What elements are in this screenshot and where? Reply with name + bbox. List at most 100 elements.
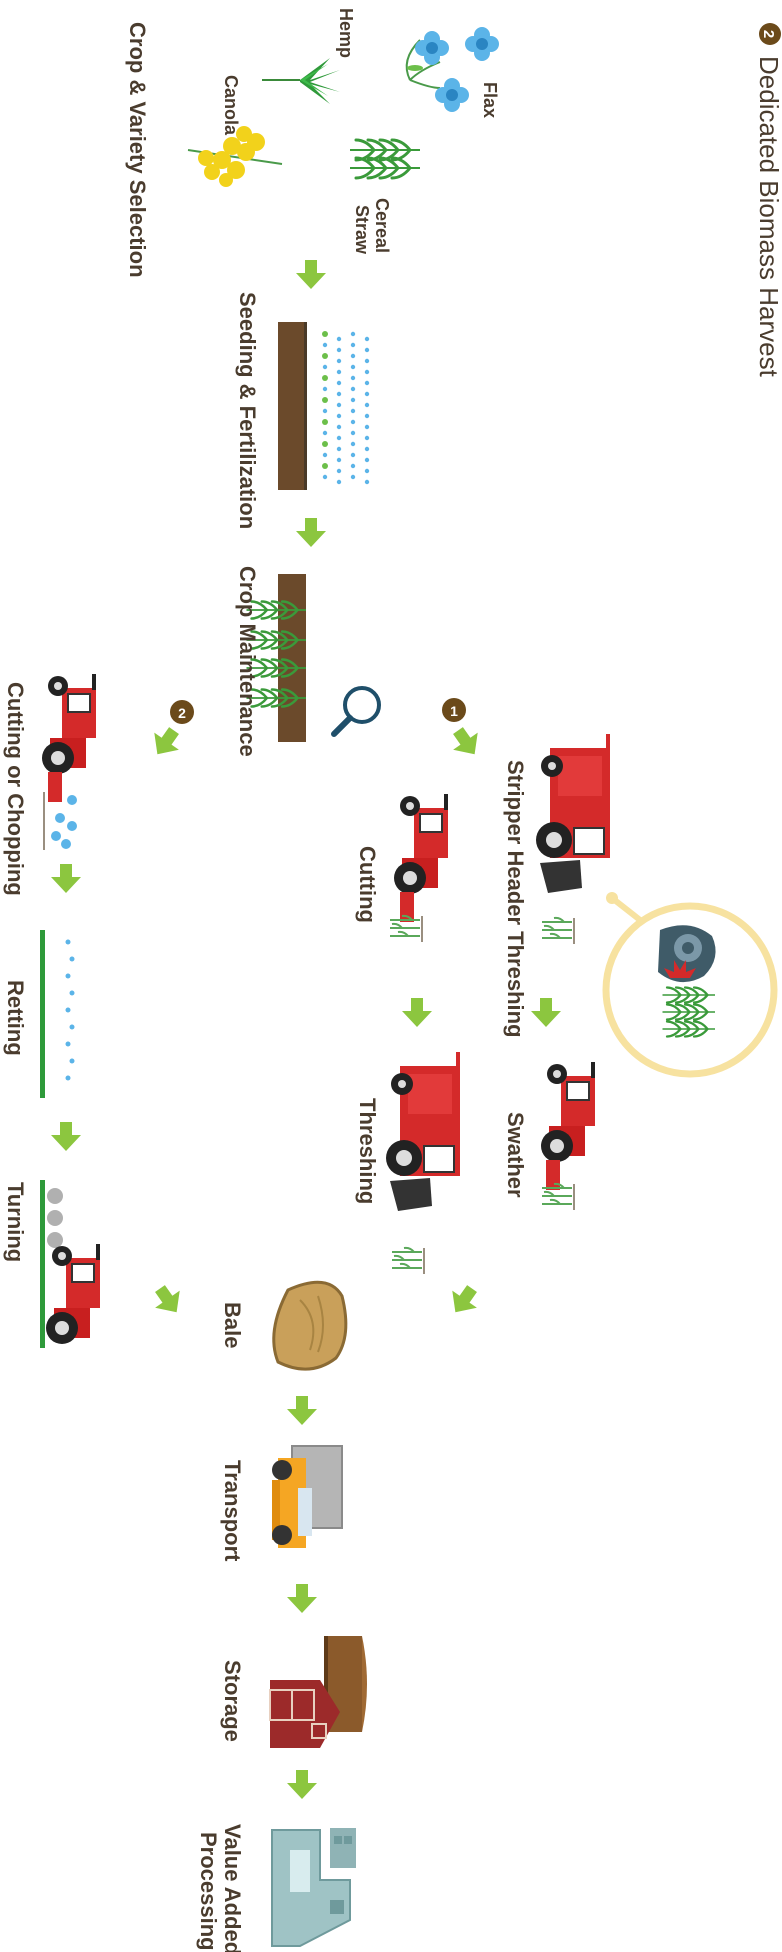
fertilizer-dot	[351, 420, 355, 424]
fertilizer-dot	[365, 436, 369, 440]
canola-label: Canola	[221, 75, 241, 136]
magnifier-icon	[334, 688, 379, 734]
flow-arrow	[51, 864, 81, 893]
seed-dot	[322, 419, 328, 425]
retting-dew-dot	[66, 1042, 71, 1047]
route-2-marker: 2	[170, 700, 194, 724]
fertilizer-dot	[351, 387, 355, 391]
fertilizer-dot	[365, 447, 369, 451]
fertilizer-dot	[365, 392, 369, 396]
fertilizer-dot	[351, 398, 355, 402]
fertilizer-dot	[323, 475, 327, 479]
flow-arrow	[287, 1396, 317, 1425]
fertilizer-dot	[323, 343, 327, 347]
fertilizer-dot	[351, 409, 355, 413]
retting-dew-dot	[70, 957, 75, 962]
processing-facility-illustration	[272, 1828, 356, 1946]
fertilizer-dot	[337, 370, 341, 374]
flow-arrow	[287, 1770, 317, 1799]
seed-and-fertilizer-dots	[322, 331, 369, 484]
hemp-illustration	[262, 58, 340, 104]
retting-dew-dot	[66, 1076, 71, 1081]
fertilizer-dot	[365, 403, 369, 407]
flow-arrow	[296, 518, 326, 547]
fertilizer-dot	[337, 469, 341, 473]
fertilizer-dot	[337, 414, 341, 418]
title-text: Dedicated Biomass Harvest	[754, 56, 782, 378]
fertilizer-dot	[337, 392, 341, 396]
seed-dot	[322, 441, 328, 447]
turning-label: Turning	[3, 1182, 28, 1262]
cutting-or-chopping-tractor	[42, 674, 96, 850]
flow-arrow	[51, 1122, 81, 1151]
turning-tractor	[40, 1180, 100, 1348]
fertilizer-dot	[337, 381, 341, 385]
seed-dot	[322, 397, 328, 403]
seed-dot	[322, 463, 328, 469]
fertilizer-dot	[365, 469, 369, 473]
fertilizer-dot	[365, 337, 369, 341]
route-1-marker: 1	[442, 698, 466, 722]
seeding-label: Seeding & Fertilization	[235, 292, 260, 529]
seed-dot	[322, 353, 328, 359]
fertilizer-dot	[351, 343, 355, 347]
fertilizer-dot	[365, 414, 369, 418]
threshing-combine	[386, 1052, 460, 1274]
seed-dot	[322, 375, 328, 381]
fertilizer-dot	[351, 475, 355, 479]
fertilizer-dot	[337, 403, 341, 407]
fertilizer-dot	[337, 348, 341, 352]
swather-label: Swather	[503, 1112, 528, 1198]
transport-label: Transport	[220, 1460, 245, 1562]
retting-illustration	[40, 930, 75, 1098]
svg-text:1: 1	[450, 703, 458, 719]
fertilizer-dot	[337, 480, 341, 484]
fertilizer-dot	[323, 409, 327, 413]
retting-dew-dot	[70, 991, 75, 996]
cutting-tractor	[390, 794, 448, 942]
title-number: 2	[760, 30, 777, 38]
fertilizer-dot	[337, 425, 341, 429]
flax-label: Flax	[480, 82, 500, 118]
hemp-label: Hemp	[336, 8, 356, 58]
flow-arrow	[443, 1280, 484, 1321]
cereal-straw-label-1: Cereal	[372, 198, 392, 253]
flow-arrow	[296, 260, 326, 289]
value-added-processing-label-1: Value Added	[220, 1824, 245, 1952]
fertilizer-dot	[365, 348, 369, 352]
cereal-straw-label-2: Straw	[352, 205, 372, 255]
canola-illustration	[188, 126, 282, 187]
flow-arrow	[531, 998, 561, 1027]
fertilizer-dot	[351, 365, 355, 369]
seed-dot	[322, 331, 328, 337]
cereal-straw-illustration	[350, 140, 420, 178]
crop-maintenance-label: Crop Maintenance	[235, 566, 260, 757]
fertilizer-dot	[365, 370, 369, 374]
svg-text:2: 2	[178, 705, 186, 721]
fertilizer-dot	[365, 458, 369, 462]
flow-arrow	[145, 722, 186, 763]
fertilizer-dot	[365, 359, 369, 363]
fertilizer-dot	[337, 447, 341, 451]
swather-tractor	[541, 1062, 595, 1210]
fertilizer-dot	[323, 387, 327, 391]
flow-arrow	[402, 998, 432, 1027]
fertilizer-dot	[365, 480, 369, 484]
cutting-or-chopping-label: Cutting or Chopping	[3, 682, 28, 896]
retting-dew-dot	[66, 974, 71, 979]
fertilizer-dot	[351, 453, 355, 457]
stripper-header-detail	[606, 892, 774, 1074]
fertilizer-dot	[337, 337, 341, 341]
fertilizer-dot	[351, 376, 355, 380]
retting-dew-dot	[70, 1059, 75, 1064]
fertilizer-dot	[323, 365, 327, 369]
flow-arrow	[287, 1584, 317, 1613]
fertilizer-dot	[351, 332, 355, 336]
fertilizer-dot	[365, 425, 369, 429]
fertilizer-dot	[365, 381, 369, 385]
retting-dew-dot	[66, 1008, 71, 1013]
fertilizer-dot	[337, 458, 341, 462]
truck-illustration	[272, 1446, 342, 1548]
storage-label: Storage	[220, 1660, 245, 1742]
